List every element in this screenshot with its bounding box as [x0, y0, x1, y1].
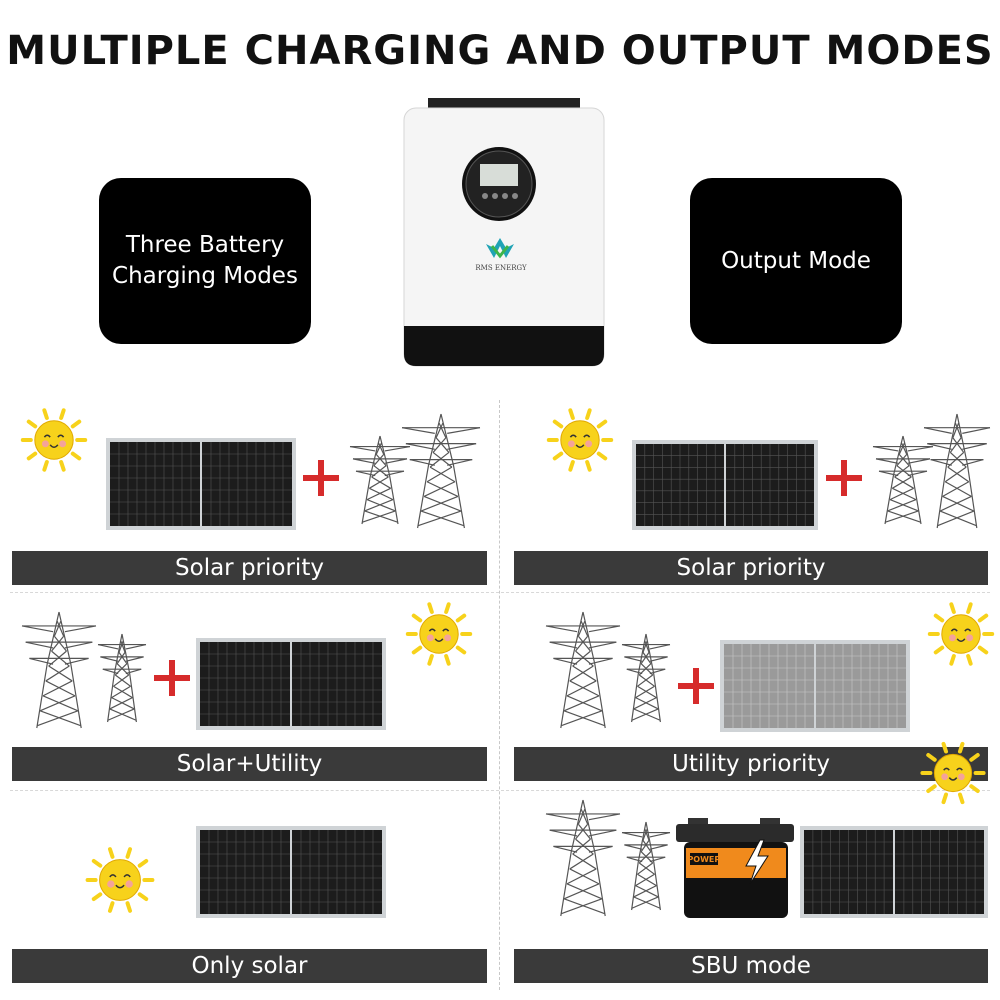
- battery-brand: POWER: [687, 855, 720, 864]
- power-tower-icon: [923, 413, 991, 529]
- plus-icon: [154, 660, 190, 696]
- power-tower-icon: [401, 413, 481, 529]
- solar-panel-icon: [106, 438, 296, 530]
- power-tower-icon: [545, 799, 621, 917]
- plus-icon: [678, 668, 714, 704]
- plus-icon: [826, 460, 862, 496]
- solar-panel-icon: [632, 440, 818, 530]
- battery-icon: POWER: [676, 818, 794, 918]
- column-divider: [499, 400, 500, 990]
- sun-icon: [405, 602, 473, 666]
- inverter-brand: RMS ENERGY: [475, 264, 527, 272]
- power-tower-icon: [621, 633, 671, 723]
- power-tower-icon: [21, 611, 97, 729]
- sun-icon: [20, 408, 88, 472]
- row-divider: [10, 592, 990, 593]
- mode-bar: Solar+Utility: [12, 747, 487, 781]
- sun-icon: [920, 741, 986, 805]
- inverter-illustration: RMS ENERGY: [403, 98, 605, 367]
- output-mode-box: Output Mode: [690, 178, 902, 344]
- page-title: MULTIPLE CHARGING AND OUTPUT MODES: [6, 28, 994, 74]
- mode-bar: SBU mode: [514, 949, 988, 983]
- solar-panel-icon: [196, 638, 386, 730]
- plus-icon: [303, 460, 339, 496]
- charging-modes-box: Three Battery Charging Modes: [99, 178, 311, 344]
- sun-icon: [85, 847, 155, 913]
- sun-icon: [927, 602, 995, 666]
- solar-panel-icon: [720, 640, 910, 732]
- power-tower-icon: [872, 435, 934, 525]
- power-tower-icon: [621, 821, 671, 911]
- row-divider: [10, 790, 990, 791]
- mode-bar: Utility priority: [514, 747, 988, 781]
- power-tower-icon: [97, 633, 147, 723]
- mode-bar: Only solar: [12, 949, 487, 983]
- sun-icon: [546, 408, 614, 472]
- power-tower-icon: [349, 435, 411, 525]
- mode-bar: Solar priority: [514, 551, 988, 585]
- solar-panel-icon: [196, 826, 386, 918]
- solar-panel-icon: [800, 826, 988, 918]
- power-tower-icon: [545, 611, 621, 729]
- mode-bar: Solar priority: [12, 551, 487, 585]
